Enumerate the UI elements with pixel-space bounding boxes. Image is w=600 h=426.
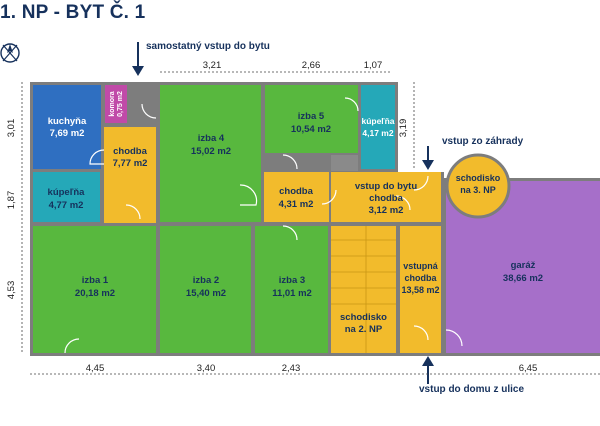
label-garaz-name: garáž (511, 260, 536, 271)
label-chodba-3-name: vstup do bytu chodba (354, 181, 418, 204)
room-izba-4 (160, 85, 261, 222)
room-chodba-2 (264, 172, 329, 222)
note-entrance-flat: samostatný vstup do bytu (146, 41, 270, 52)
label-schodisko-3-name: schodisko na 3. NP (455, 173, 501, 195)
door-swings (64, 97, 463, 354)
label-chodba-1-area: 7,77 m2 (113, 158, 148, 169)
room-vstupna-chodba (400, 226, 441, 353)
dim-left-1: 3,01 (6, 119, 17, 138)
room-chodba-1 (104, 127, 156, 223)
arrow-entrance-street-icon (422, 356, 434, 384)
dimension-lines (21, 71, 600, 375)
label-kupelna-2-area: 4,77 m2 (49, 200, 84, 211)
label-kuchyna-name: kuchyňa (48, 116, 87, 127)
room-kupelna-2 (33, 172, 100, 222)
arrow-entrance-garden-icon (422, 146, 434, 170)
room-izba-2 (160, 226, 251, 353)
note-entrance-garden: vstup zo záhrady (442, 136, 524, 147)
label-komora-name: komora (109, 91, 116, 116)
staircase-steps (331, 226, 396, 353)
label-schodisko-3: schodisko na 3. NP (455, 173, 501, 195)
dim-top-2: 2,66 (302, 60, 321, 71)
dim-bottom-3: 2,43 (282, 363, 301, 374)
label-chodba-3-area: 3,12 m2 (368, 205, 404, 216)
label-izba-3-area: 11,01 m2 (272, 288, 312, 299)
label-komora-area: 0,75 m2 (117, 91, 124, 117)
label-izba-1-area: 20,18 m2 (75, 288, 115, 299)
label-kupelna-1-area: 4,17 m2 (362, 128, 393, 138)
label-izba-4-area: 15,02 m2 (191, 146, 231, 157)
label-chodba-3: vstup do bytu chodba 3,12 m2 (354, 181, 418, 216)
label-kupelna-2-name: kúpeľňa (48, 187, 86, 198)
room-schodisko-3 (445, 153, 511, 219)
label-chodba-1-name: chodba (113, 146, 147, 157)
label-vstupna: vstupná chodba 13,58 m2 (401, 261, 440, 295)
label-izba-3-name: izba 3 (279, 275, 305, 286)
shaft-block (331, 155, 358, 171)
label-garaz-area: 38,66 m2 (503, 273, 543, 284)
dim-bottom-2: 3,40 (197, 363, 216, 374)
label-chodba-2-area: 4,31 m2 (279, 199, 314, 210)
room-kupelna-1 (361, 85, 395, 169)
arrow-entrance-flat-icon (132, 42, 144, 76)
room-schodisko-2 (331, 226, 396, 353)
label-izba-5-name: izba 5 (298, 111, 325, 122)
label-kupelna-1-name: kúpeľňa (361, 116, 394, 126)
room-izba-1 (33, 226, 156, 353)
label-schodisko-2: schodisko na 2. NP (340, 312, 387, 335)
label-izba-5-area: 10,54 m2 (291, 124, 331, 135)
label-izba-2-name: izba 2 (193, 275, 219, 286)
label-vstupna-area: 13,58 m2 (401, 285, 440, 295)
label-chodba-2-name: chodba (279, 186, 313, 197)
dim-right-1: 3,19 (398, 119, 409, 138)
label-schodisko-2-name: schodisko na 2. NP (340, 312, 387, 335)
dim-top-3: 1,07 (364, 60, 383, 71)
compass-icon (0, 43, 20, 63)
dim-bottom-1: 4,45 (86, 363, 105, 374)
plan-title: 1. NP - BYT Č. 1 (0, 2, 146, 23)
room-izba-5 (265, 85, 358, 153)
room-kuchyna (33, 85, 101, 169)
room-chodba-3 (331, 172, 441, 222)
dim-top-1: 3,21 (203, 60, 222, 71)
label-izba-4-name: izba 4 (198, 133, 225, 144)
label-izba-1-name: izba 1 (82, 275, 109, 286)
dim-left-3: 4,53 (6, 281, 17, 300)
room-komora (105, 85, 127, 123)
note-entrance-street: vstup do domu z ulice (419, 384, 525, 395)
dim-bottom-4: 6,45 (519, 363, 538, 374)
label-vstupna-name: vstupná chodba (403, 261, 438, 283)
label-kuchyna-area: 7,69 m2 (50, 128, 85, 139)
dim-left-2: 1,87 (6, 191, 17, 210)
label-izba-2-area: 15,40 m2 (186, 288, 226, 299)
room-izba-3 (255, 226, 328, 353)
